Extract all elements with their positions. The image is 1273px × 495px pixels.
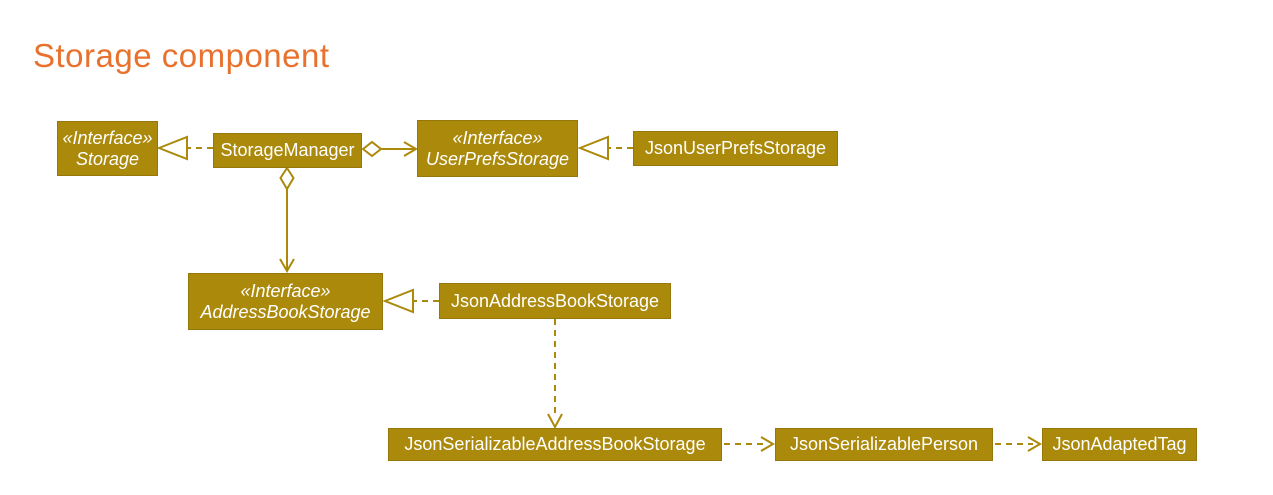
realization-arrow-storage <box>156 135 213 161</box>
class-box-json-adapted-tag: JsonAdaptedTag <box>1042 428 1197 461</box>
class-box-userprefs-storage-interface: «Interface» UserPrefsStorage <box>417 120 578 177</box>
open-arrowhead-icon <box>403 141 418 157</box>
class-box-addressbook-storage-interface: «Interface» AddressBookStorage <box>188 273 383 330</box>
aggregation-diamond-icon <box>279 166 295 191</box>
class-box-json-serializable-person: JsonSerializablePerson <box>775 428 993 461</box>
stereotype-label: «Interface» <box>240 280 331 301</box>
open-arrowhead-icon <box>760 436 775 452</box>
class-name: JsonSerializableAddressBookStorage <box>404 434 706 454</box>
class-box-json-userprefs-storage: JsonUserPrefsStorage <box>633 131 838 166</box>
aggregation-arrow-userprefs <box>361 140 418 158</box>
class-name: AddressBookStorage <box>200 301 371 322</box>
dependency-arrow-serializable-person <box>724 436 775 452</box>
page-title: Storage component <box>33 37 330 74</box>
class-box-storage-manager: StorageManager <box>213 133 362 168</box>
open-arrowhead-icon <box>547 413 563 430</box>
class-box-json-addressbook-storage: JsonAddressBookStorage <box>439 283 671 319</box>
class-name: StorageManager <box>220 140 355 160</box>
class-box-storage-interface: «Interface» Storage <box>57 121 158 176</box>
dependency-arrow-adapted-tag <box>995 436 1042 452</box>
hollow-triangle-icon <box>577 135 609 161</box>
realization-arrow-addressbook <box>382 288 439 314</box>
class-name: JsonSerializablePerson <box>789 434 979 454</box>
open-arrowhead-icon <box>1027 436 1042 452</box>
class-name: UserPrefsStorage <box>425 148 570 169</box>
aggregation-arrow-addressbook <box>279 166 295 273</box>
class-name: Storage <box>75 148 140 169</box>
hollow-triangle-icon <box>156 135 188 161</box>
aggregation-diamond-icon <box>361 140 383 158</box>
class-name: JsonAddressBookStorage <box>450 290 660 311</box>
hollow-triangle-icon <box>382 288 414 314</box>
stereotype-label: «Interface» <box>62 127 153 148</box>
open-arrowhead-icon <box>279 258 295 273</box>
class-name: JsonUserPrefsStorage <box>644 138 827 158</box>
stereotype-label: «Interface» <box>452 127 543 148</box>
realization-arrow-userprefs <box>577 135 633 161</box>
class-name: JsonAdaptedTag <box>1052 434 1187 454</box>
dependency-arrow-serializable-addressbook <box>547 319 563 430</box>
class-box-json-serializable-addressbook-storage: JsonSerializableAddressBookStorage <box>388 428 722 461</box>
